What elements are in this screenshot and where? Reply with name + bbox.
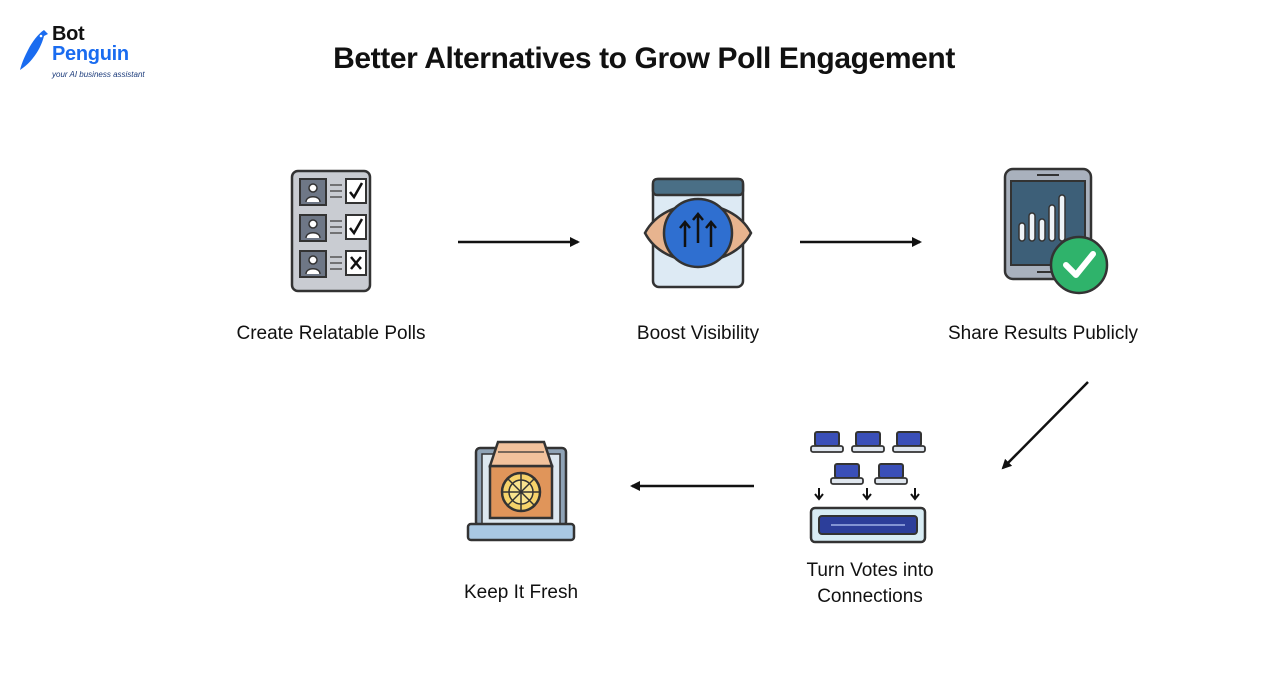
arrow-step3-to-step4 [1001,381,1089,470]
votes-connections-icon [809,431,927,544]
phone-results-icon [1003,167,1109,295]
brand-tagline: your AI business assistant [52,70,145,79]
penguin-logo-icon [20,30,48,70]
step-label: Boost Visibility [636,323,760,344]
step-label: Keep It Fresh [463,582,579,603]
step-label: Share Results Publicly [947,323,1139,344]
step-turn-votes-into-connections: Turn Votes into Connections [745,428,995,610]
checklist-ballot-icon [290,169,372,293]
step-label-line1: Turn Votes into [806,560,934,581]
step-label-line2: Connections [817,586,923,607]
page-title: Better Alternatives to Grow Poll Engagem… [333,42,955,75]
brand-name-line1: Bot [52,23,85,45]
step-keep-it-fresh: Keep It Fresh [396,432,646,606]
step-create-relatable-polls: Create Relatable Polls [206,165,456,347]
laptop-pizza-icon [466,440,576,542]
brand-name-line2: Penguin [52,43,129,65]
brand-logo: Bot Penguin your AI business assistant [18,24,148,84]
step-boost-visibility: Boost Visibility [573,165,823,347]
step-label: Create Relatable Polls [236,323,426,344]
step-share-results-publicly: Share Results Publicly [918,165,1168,347]
eye-visibility-icon [643,177,753,289]
